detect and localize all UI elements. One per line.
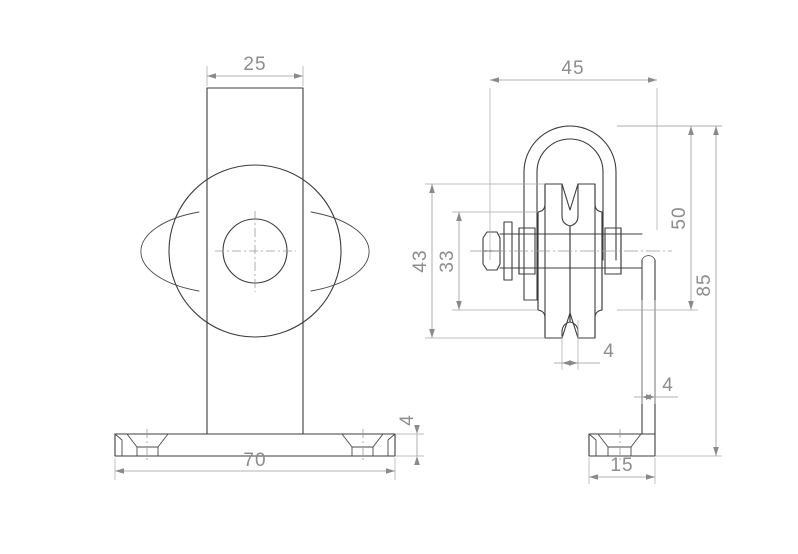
dim-label-4-groove: 4 [603,341,615,362]
right-view-foot [588,429,656,462]
dimension-overall-height-85: 85 [617,125,722,457]
right-view-pulley-wheel [537,183,603,339]
dim-label-33: 33 [437,249,458,272]
right-view-group: 45 43 33 50 [410,58,722,484]
left-view-base-hole-centerlines [146,429,364,462]
right-view-axle-bolt [499,233,643,269]
left-view-group: 25 70 4 [114,54,424,480]
dim-label-50: 50 [669,206,690,229]
dim-label-43: 43 [410,249,431,272]
dim-label-4-base-left: 4 [397,414,418,426]
left-view-centerlines [215,211,296,292]
right-view-support-leg [641,255,656,435]
dimension-groove-dia-33: 33 [437,211,538,311]
dimension-base-thickness-4-left: 4 [396,414,424,465]
right-view-yoke [523,125,617,301]
dimension-top-width-25: 25 [206,54,304,86]
dimension-wheel-od-43: 43 [410,183,545,339]
dimension-base-width-70: 70 [114,450,396,480]
dimension-plate-thickness-4: 4 [634,300,678,404]
left-view-wheel-outline [140,164,370,338]
dim-label-15: 15 [610,455,633,476]
left-view-upright [206,87,304,435]
dimension-foot-width-15: 15 [588,455,656,484]
dim-label-85: 85 [694,273,715,296]
dim-label-25: 25 [243,54,266,75]
dim-label-45: 45 [561,58,584,79]
dim-label-70: 70 [243,450,266,471]
dimension-groove-width-4: 4 [554,320,615,370]
left-view-base-plate [114,433,396,457]
right-view-washer [503,221,513,281]
dim-label-4-plate: 4 [662,375,674,396]
dimension-overall-width-45: 45 [489,58,658,260]
